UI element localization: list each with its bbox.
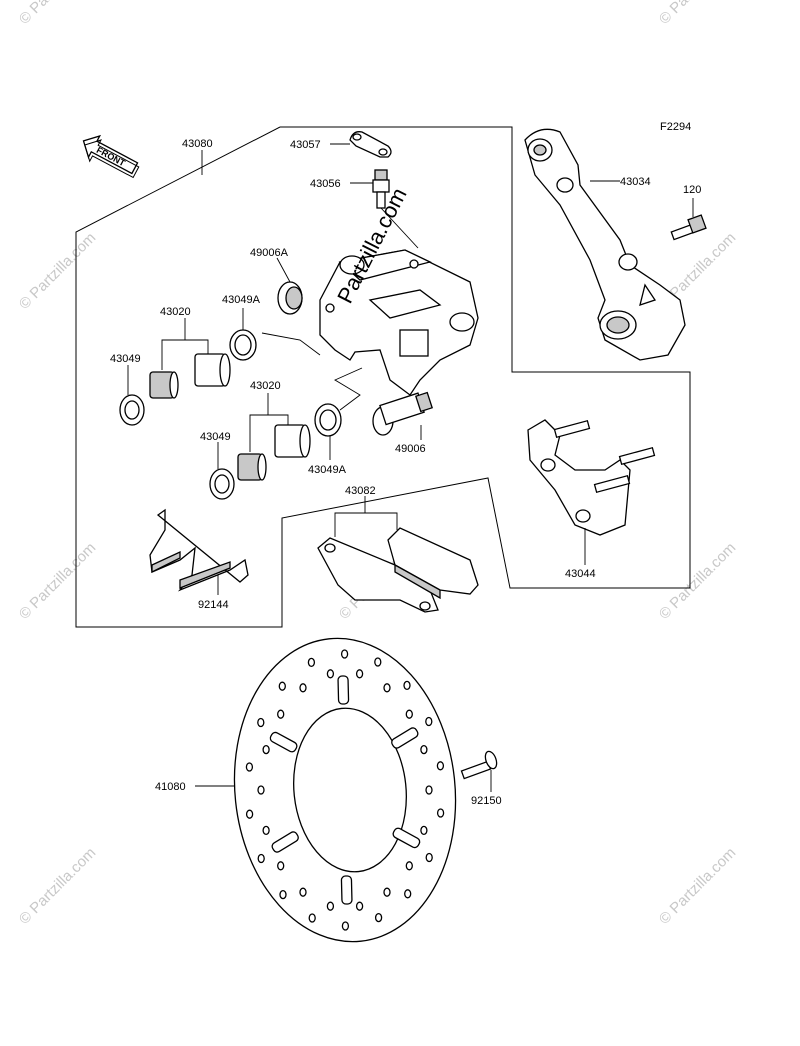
watermark: © Partzilla.com bbox=[16, 844, 99, 927]
boot-49006a-part bbox=[277, 281, 303, 315]
seal-43049-top-part bbox=[119, 394, 145, 426]
label-43056: 43056 bbox=[310, 178, 341, 190]
label-43049-top: 43049 bbox=[110, 353, 141, 365]
label-43049A-top: 43049A bbox=[222, 294, 261, 306]
watermark: © Partzilla.com bbox=[16, 539, 99, 622]
disc-hole bbox=[277, 861, 285, 871]
disc-hole bbox=[425, 852, 433, 863]
disc-hole bbox=[340, 649, 349, 659]
label-41080: 41080 bbox=[155, 781, 186, 793]
seal-43049a-bot-part bbox=[314, 403, 342, 437]
brake-disc-41080-part bbox=[233, 637, 457, 943]
disc-hole bbox=[308, 913, 316, 923]
disc-hole bbox=[279, 889, 287, 900]
caliper-body-part bbox=[319, 249, 479, 396]
front-arrow-icon: FRONT bbox=[82, 134, 140, 179]
disc-hole bbox=[278, 681, 286, 691]
watermark: © Partzilla.com bbox=[16, 229, 99, 312]
brake-pads-43082-part bbox=[317, 527, 479, 613]
disc-hole bbox=[262, 744, 270, 755]
label-92150: 92150 bbox=[471, 795, 502, 807]
disc-hole bbox=[245, 762, 254, 772]
disc-hole bbox=[436, 761, 445, 771]
disc-hole bbox=[420, 744, 428, 755]
disc-hole bbox=[355, 669, 364, 679]
disc-slot bbox=[337, 675, 350, 705]
bleeder-cap-part bbox=[349, 131, 392, 158]
label-120: 120 bbox=[683, 184, 701, 196]
disc-hole bbox=[374, 657, 382, 667]
label-43082: 43082 bbox=[345, 485, 376, 497]
piston-43020-top-part bbox=[149, 353, 231, 399]
disc-hole bbox=[403, 680, 411, 691]
seal-43049-bot-part bbox=[209, 468, 235, 500]
disc-hole bbox=[383, 887, 391, 897]
disc-slot bbox=[391, 727, 419, 749]
label-43080: 43080 bbox=[182, 138, 213, 150]
disc-hole bbox=[436, 808, 445, 818]
disc-hole bbox=[405, 709, 413, 719]
watermark: © Partzilla.com bbox=[656, 0, 739, 28]
disc-hole bbox=[257, 785, 265, 795]
disc-slot bbox=[269, 731, 298, 753]
disc-hole bbox=[326, 901, 335, 911]
disc-hole bbox=[425, 716, 433, 727]
disc-hole bbox=[257, 717, 265, 728]
support-43044-part bbox=[527, 419, 656, 536]
watermark: © Partzilla.com bbox=[656, 844, 739, 927]
watermark: © Partzilla.com bbox=[656, 539, 739, 622]
label-43049-bot: 43049 bbox=[200, 431, 231, 443]
label-43034: 43034 bbox=[620, 176, 651, 188]
disc-hole bbox=[405, 861, 413, 871]
seal-43049a-top-part bbox=[229, 329, 257, 361]
pad-spring-92144-part bbox=[149, 508, 249, 592]
disc-hole bbox=[383, 683, 391, 693]
disc-hole bbox=[257, 853, 265, 864]
caliper-bracket-43034-part bbox=[524, 128, 686, 361]
label-43049A-bot: 43049A bbox=[308, 464, 347, 476]
bleeder-valve-part bbox=[372, 169, 390, 209]
label-49006A: 49006A bbox=[250, 247, 289, 259]
bolt-120-part bbox=[670, 214, 707, 241]
disc-slot bbox=[340, 875, 353, 905]
disc-slot bbox=[392, 827, 421, 849]
disc-hole bbox=[245, 809, 254, 819]
label-43020-bot: 43020 bbox=[250, 380, 281, 392]
disc-hole bbox=[420, 825, 428, 836]
disc-hole bbox=[299, 887, 307, 897]
disc-hole bbox=[355, 901, 364, 911]
label-43020-top: 43020 bbox=[160, 306, 191, 318]
disc-hole bbox=[277, 709, 285, 719]
slide-pin-49006-part bbox=[372, 391, 433, 436]
caliper-assembly-outline bbox=[75, 126, 691, 628]
disc-hole bbox=[299, 683, 307, 693]
disc-slot bbox=[271, 831, 299, 853]
label-43044: 43044 bbox=[565, 568, 596, 580]
disc-hole bbox=[374, 912, 383, 923]
piston-43020-bot-part bbox=[237, 424, 311, 481]
disc-hole bbox=[262, 825, 270, 836]
disc-bolt-92150-part bbox=[460, 750, 498, 780]
disc-hole bbox=[404, 889, 412, 899]
disc-hole bbox=[341, 921, 350, 931]
watermark: © Partzilla.com bbox=[16, 0, 99, 28]
disc-hole bbox=[326, 669, 335, 679]
label-49006: 49006 bbox=[395, 443, 426, 455]
disc-hole bbox=[425, 785, 433, 795]
label-92144: 92144 bbox=[198, 599, 229, 611]
disc-hole bbox=[307, 657, 316, 668]
label-43057: 43057 bbox=[290, 139, 321, 151]
figure-code: F2294 bbox=[660, 121, 691, 133]
